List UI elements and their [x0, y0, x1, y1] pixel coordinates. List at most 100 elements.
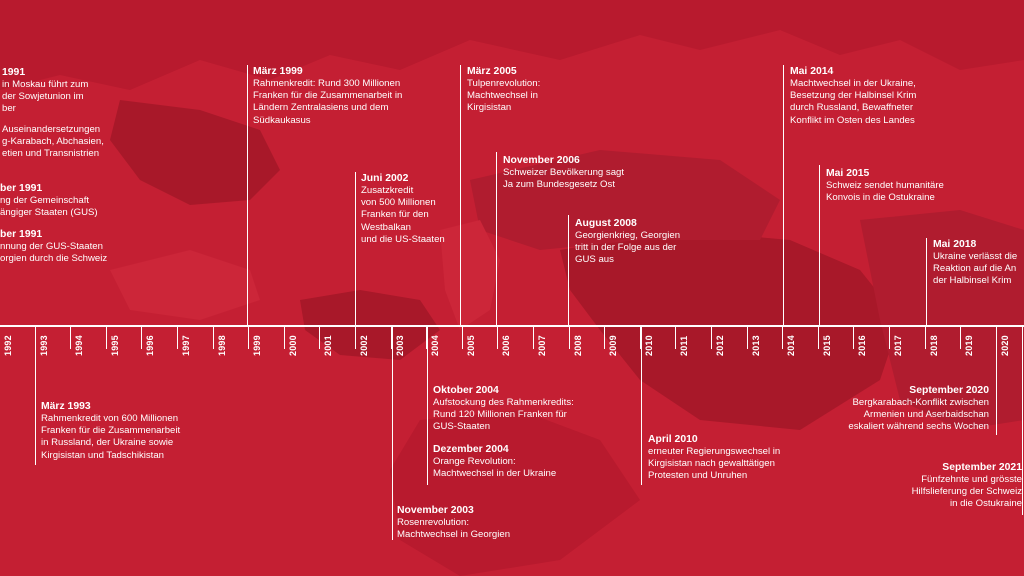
year-tick — [141, 327, 143, 349]
event-1991c: ber 1991 ng der Gemeinschaft ängiger Sta… — [0, 182, 98, 219]
year-label: 1998 — [216, 335, 227, 356]
year-label: 2006 — [501, 335, 512, 356]
event-line-2010 — [641, 325, 642, 485]
event-line-1999 — [247, 65, 248, 327]
event-2014: Mai 2014 Machtwechsel in der Ukraine, Be… — [790, 65, 916, 127]
year-label: 1993 — [38, 335, 49, 356]
year-label: 1997 — [181, 335, 191, 356]
year-tick — [889, 327, 890, 349]
event-text: in Moskau führt zum der Sowjetunion im b… — [2, 79, 89, 115]
event-1993: März 1993 Rahmenkredit von 600 Millionen… — [41, 400, 180, 462]
event-text: Bergkarabach-Konflikt zwischen Armenien … — [848, 397, 989, 433]
event-line-2005 — [460, 65, 461, 327]
event-date: April 2010 — [648, 434, 698, 445]
year-label: 1995 — [109, 335, 120, 356]
event-2006: November 2006 Schweizer Bevölkerung sagt… — [503, 154, 624, 191]
map-region-caspian — [440, 220, 500, 330]
year-label: 2016 — [857, 335, 868, 356]
event-line-2004 — [427, 325, 428, 485]
event-line-2014 — [783, 65, 784, 327]
event-text: Georgienkrieg, Georgien tritt in der Fol… — [575, 230, 681, 266]
year-tick — [568, 327, 570, 349]
year-tick — [390, 327, 392, 349]
event-date: August 2008 — [575, 218, 637, 229]
year-tick — [461, 327, 463, 349]
event-date: Mai 2018 — [933, 239, 977, 250]
year-label: 2012 — [715, 335, 725, 356]
event-date: ber 1991 — [0, 183, 43, 194]
year-tick — [177, 327, 178, 349]
event-2002: Juni 2002 Zusatzkredit von 500 Millionen… — [361, 172, 445, 246]
event-1991d: ber 1991 nnung der GUS-Staaten orgien du… — [0, 228, 107, 265]
event-date: Mai 2015 — [826, 168, 870, 179]
year-label: 2005 — [465, 335, 476, 356]
map-region-east — [860, 210, 1024, 430]
year-label: 2015 — [821, 335, 832, 356]
year-label: 2014 — [786, 335, 797, 356]
year-label: 2003 — [394, 335, 405, 356]
event-text: ng der Gemeinschaft ängiger Staaten (GUS… — [0, 195, 98, 219]
year-label: 2001 — [323, 335, 334, 356]
event-2004b: Dezember 2004 Orange Revolution: Machtwe… — [433, 443, 556, 480]
event-line-2002 — [355, 172, 356, 327]
event-2021: September 2021 Fünfzehnte und grösste Hi… — [912, 461, 1022, 511]
year-tick — [746, 327, 748, 349]
event-line-2018 — [926, 238, 927, 327]
year-tick — [924, 327, 926, 349]
event-1991b: Auseinandersetzungen g-Karabach, Abchasi… — [2, 124, 104, 161]
year-tick — [426, 327, 428, 349]
year-label: 2010 — [643, 335, 654, 356]
year-tick — [853, 327, 855, 349]
year-label: 2007 — [537, 335, 547, 356]
event-2005: März 2005 Tulpenrevolution: Machtwechsel… — [467, 65, 540, 115]
event-2018: Mai 2018 Ukraine verlässt die Reaktion a… — [933, 238, 1017, 288]
event-1999: März 1999 Rahmenkredit: Rund 300 Million… — [253, 65, 402, 127]
event-date: März 2005 — [467, 66, 517, 77]
year-label: 2013 — [750, 335, 761, 356]
event-text: Tulpenrevolution: Machtwechsel in Kirgis… — [467, 78, 541, 114]
event-line-2020 — [996, 325, 997, 435]
year-tick — [639, 327, 641, 349]
event-date: November 2003 — [397, 505, 474, 516]
year-label: 1996 — [145, 335, 156, 356]
event-2020: September 2020 Bergkarabach-Konflikt zwi… — [848, 384, 989, 434]
event-date: ber 1991 — [0, 229, 43, 240]
year-label: 2020 — [999, 335, 1010, 356]
year-label: 1994 — [74, 335, 85, 356]
event-text: Aufstockung des Rahmenkredits: Rund 120 … — [433, 397, 574, 433]
year-label: 2004 — [430, 335, 441, 356]
map-region-ukraine — [110, 100, 280, 205]
event-text: Schweiz sendet humanitäre Konvois in die… — [826, 180, 944, 204]
event-date: Oktober 2004 — [433, 385, 499, 396]
year-tick — [248, 327, 250, 349]
event-date: März 1993 — [41, 401, 91, 412]
event-line-2003 — [392, 325, 393, 540]
event-text: Auseinandersetzungen g-Karabach, Abchasi… — [2, 124, 104, 160]
year-tick — [105, 327, 107, 349]
event-date: Dezember 2004 — [433, 444, 509, 455]
event-text: Rosenrevolution: Machtwechsel in Georgie… — [397, 517, 511, 541]
event-text: Rahmenkredit: Rund 300 Millionen Franken… — [253, 78, 403, 126]
event-2015: Mai 2015 Schweiz sendet humanitäre Konvo… — [826, 167, 944, 204]
year-label: 2011 — [679, 335, 690, 356]
event-2008: August 2008 Georgienkrieg, Georgien trit… — [575, 217, 680, 267]
map-region-south — [390, 410, 640, 576]
year-tick — [675, 327, 677, 349]
event-date: September 2020 — [909, 385, 989, 396]
event-2003: November 2003 Rosenrevolution: Machtwech… — [397, 504, 510, 541]
event-line-2021 — [1022, 325, 1023, 515]
event-text: Rahmenkredit von 600 Millionen Franken f… — [41, 413, 181, 461]
year-label: 2009 — [608, 335, 619, 356]
year-tick — [212, 327, 214, 349]
event-text: Ukraine verlässt die Reaktion auf die An… — [933, 251, 1018, 287]
year-label: 1992 — [3, 335, 13, 356]
year-tick — [817, 327, 819, 349]
map-region-russia — [0, 0, 1024, 90]
event-date: November 2006 — [503, 155, 580, 166]
event-date: März 1999 — [253, 66, 303, 77]
event-text: Zusatzkredit von 500 Millionen Franken f… — [361, 185, 445, 245]
year-tick — [711, 327, 712, 349]
timeline-axis — [0, 325, 1024, 327]
year-tick — [497, 327, 499, 349]
year-tick — [960, 327, 962, 349]
